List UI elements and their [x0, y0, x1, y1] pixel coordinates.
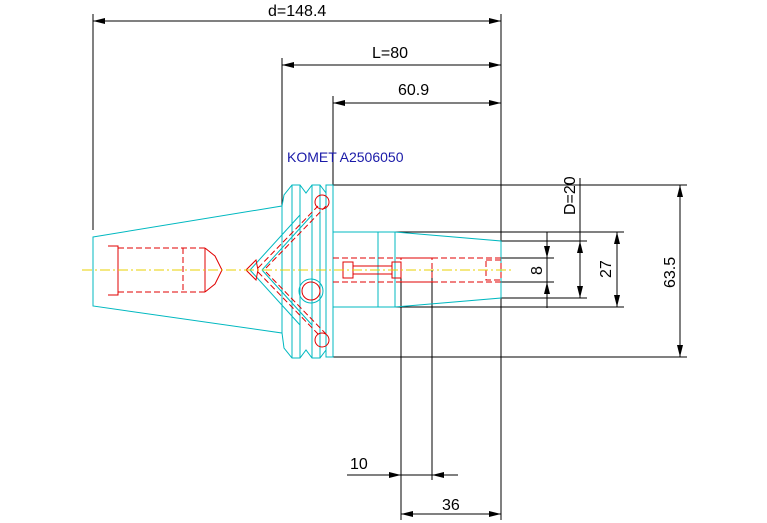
dim-length-L: L=80: [372, 45, 408, 62]
dim-diameter-D: D=20: [562, 176, 579, 215]
dimension-lines: [92, 14, 687, 520]
dim-length-60-9: 60.9: [398, 82, 429, 99]
dim-height-8: 8: [529, 266, 546, 275]
part-label: KOMET A2506050: [287, 149, 404, 165]
dim-overall-length: d=148.4: [268, 3, 326, 20]
dim-height-27: 27: [598, 260, 615, 278]
dim-height-63-5: 63.5: [662, 257, 679, 288]
holder-outline: [92, 184, 502, 359]
dim-length-36: 36: [442, 497, 460, 514]
dim-length-10: 10: [350, 456, 368, 473]
hidden-features: [108, 194, 502, 348]
